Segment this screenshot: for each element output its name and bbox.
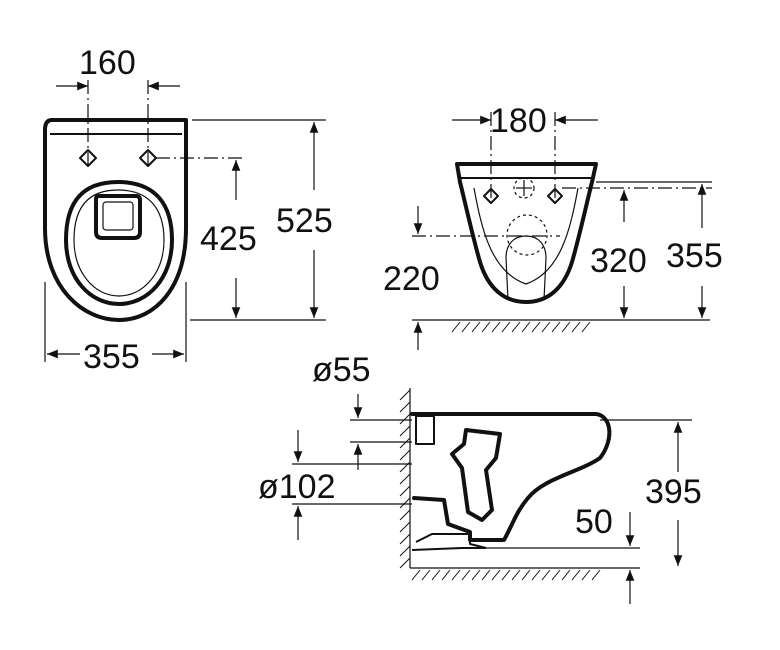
- dim-395-label: 395: [645, 473, 702, 511]
- dim-50-label: 50: [575, 503, 613, 541]
- front-view-fixing-holes: [483, 188, 563, 204]
- side-view-floor-hatch: [411, 569, 601, 581]
- side-view-wall-hatch: [399, 389, 411, 569]
- dim-355-width-label: 355: [83, 338, 140, 376]
- top-view-seat-ring: [64, 180, 174, 306]
- front-view-trap: [505, 235, 547, 301]
- dim-320-label: 320: [590, 242, 647, 280]
- top-view-flush-pad: [94, 194, 142, 240]
- top-view-fixing-holes: [79, 149, 157, 167]
- dim-180-label: 180: [490, 102, 547, 140]
- side-view: 395 50 ø55 ø102: [258, 351, 702, 604]
- top-view-bowl-outline: [43, 118, 188, 322]
- front-view: 180 220 320 355: [383, 102, 723, 350]
- dim-160-label: 160: [79, 44, 136, 82]
- dim-425-label: 425: [200, 220, 257, 258]
- top-view: 160 425 525 355: [43, 44, 333, 376]
- dim-o55-label: ø55: [312, 351, 371, 389]
- front-view-bowl-outline: [455, 162, 598, 304]
- front-view-floor-hatch: [451, 321, 591, 333]
- dim-525-label: 525: [276, 202, 333, 240]
- dim-355-height-label: 355: [666, 237, 723, 275]
- side-view-bowl-outline: [410, 412, 612, 542]
- dim-o102-label: ø102: [258, 468, 336, 506]
- dim-220-label: 220: [383, 260, 440, 298]
